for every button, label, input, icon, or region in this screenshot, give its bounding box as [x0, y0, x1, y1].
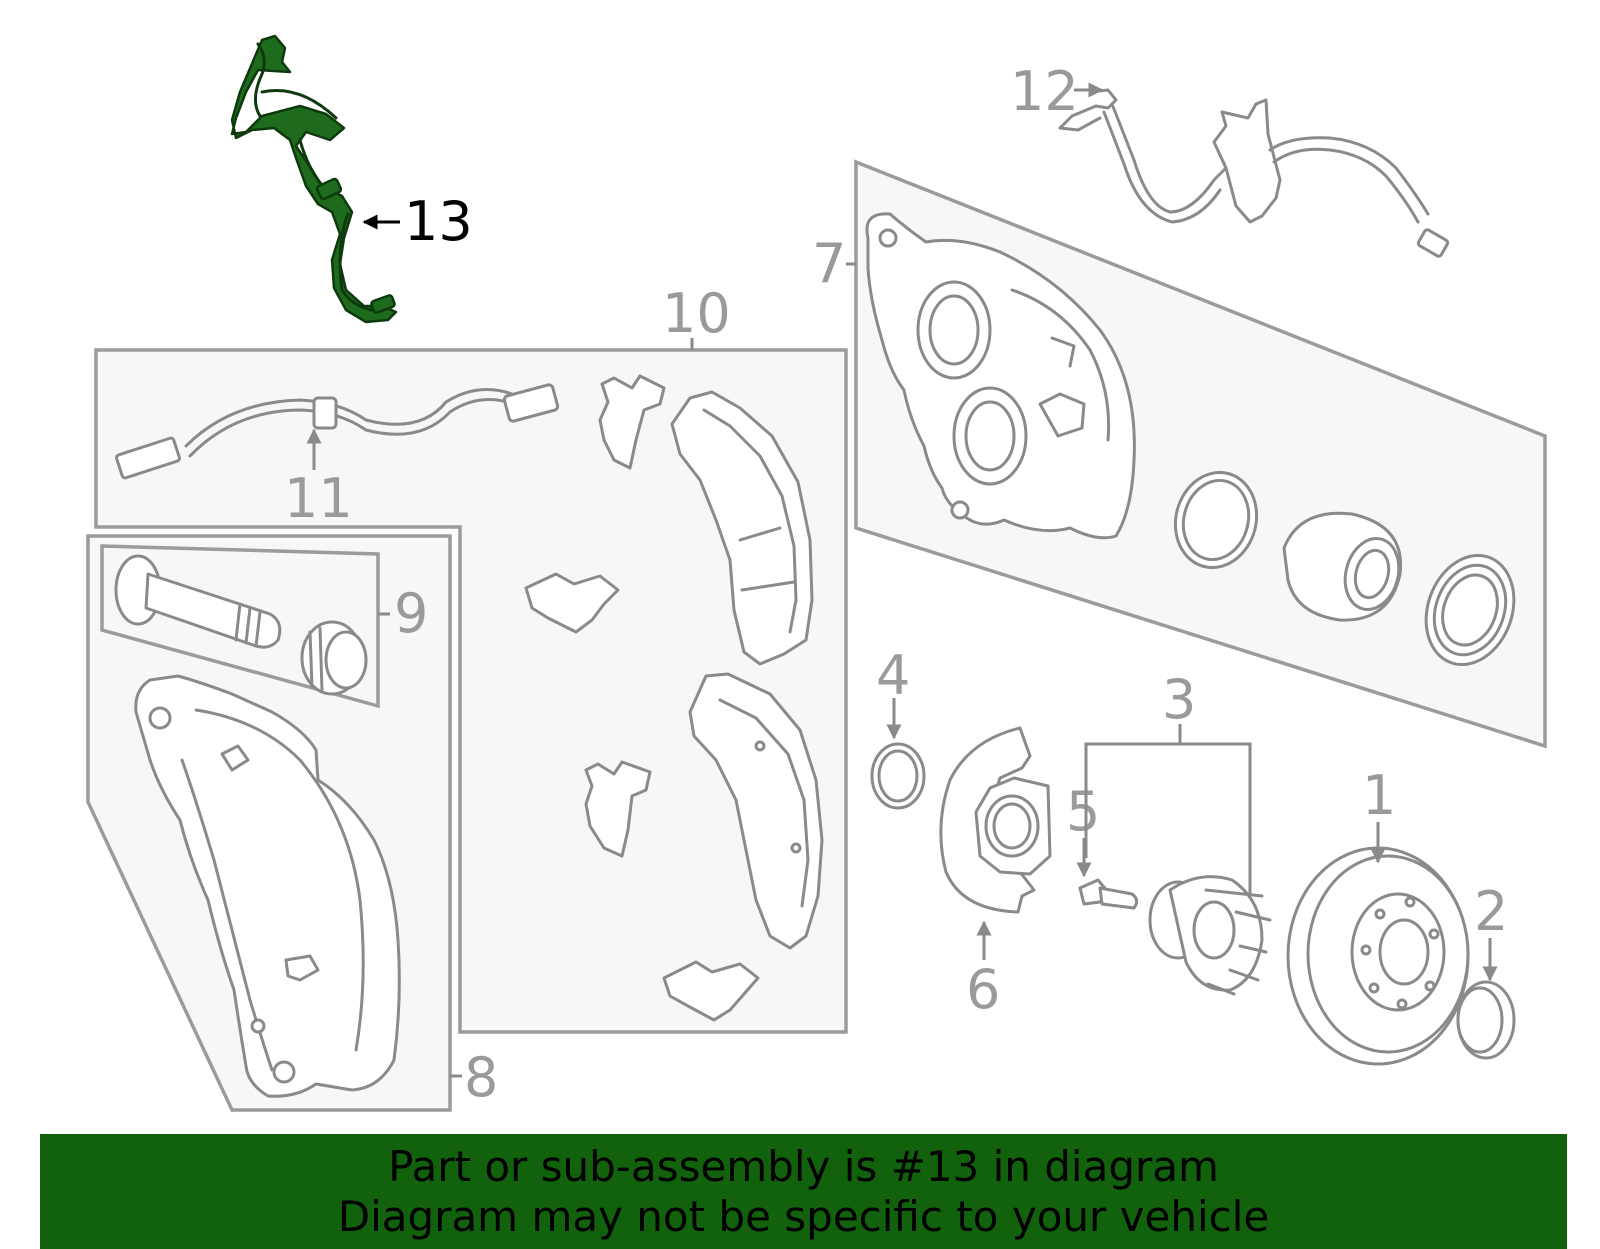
- part-1-rotor: [1286, 846, 1470, 1066]
- callout-12-label: 12: [1010, 60, 1079, 123]
- part-10-pad-kit-group: [94, 348, 848, 1034]
- callout-7-label: 7: [812, 232, 846, 295]
- callout-11-label: 11: [284, 467, 353, 530]
- part-5-bolt: [1078, 878, 1139, 910]
- part-6-splash-shield: [939, 726, 1052, 914]
- callout-3-leader: [1084, 742, 1252, 894]
- callout-4-label: 4: [876, 644, 910, 707]
- part-8-bracket-group: [86, 534, 452, 1112]
- part-7-caliper-group: [854, 159, 1547, 749]
- callout-6-label: 6: [966, 958, 1000, 1021]
- callout-2-label: 2: [1474, 880, 1508, 943]
- part-4-o-ring: [870, 742, 926, 810]
- part-3-hub-bearing: [1148, 875, 1272, 996]
- callout-5-label: 5: [1066, 780, 1100, 843]
- banner-line-disclaimer: Diagram may not be specific to your vehi…: [337, 1192, 1270, 1241]
- part-2-cap: [1456, 980, 1516, 1060]
- disclaimer-banner: Part or sub-assembly is #13 in diagram D…: [40, 1134, 1567, 1249]
- callout-3-label: 3: [1162, 668, 1196, 731]
- callout-9-label: 9: [394, 582, 428, 645]
- part-12-brake-hose: [1058, 88, 1450, 258]
- part-13-sensor-harness[interactable]: [230, 34, 398, 324]
- callout-13-label: 13: [404, 190, 473, 253]
- callout-1-label: 1: [1362, 764, 1396, 827]
- banner-line-part: Part or sub-assembly is #13 in diagram: [388, 1142, 1219, 1191]
- callout-10-label: 10: [662, 282, 731, 345]
- callout-8-label: 8: [464, 1046, 498, 1109]
